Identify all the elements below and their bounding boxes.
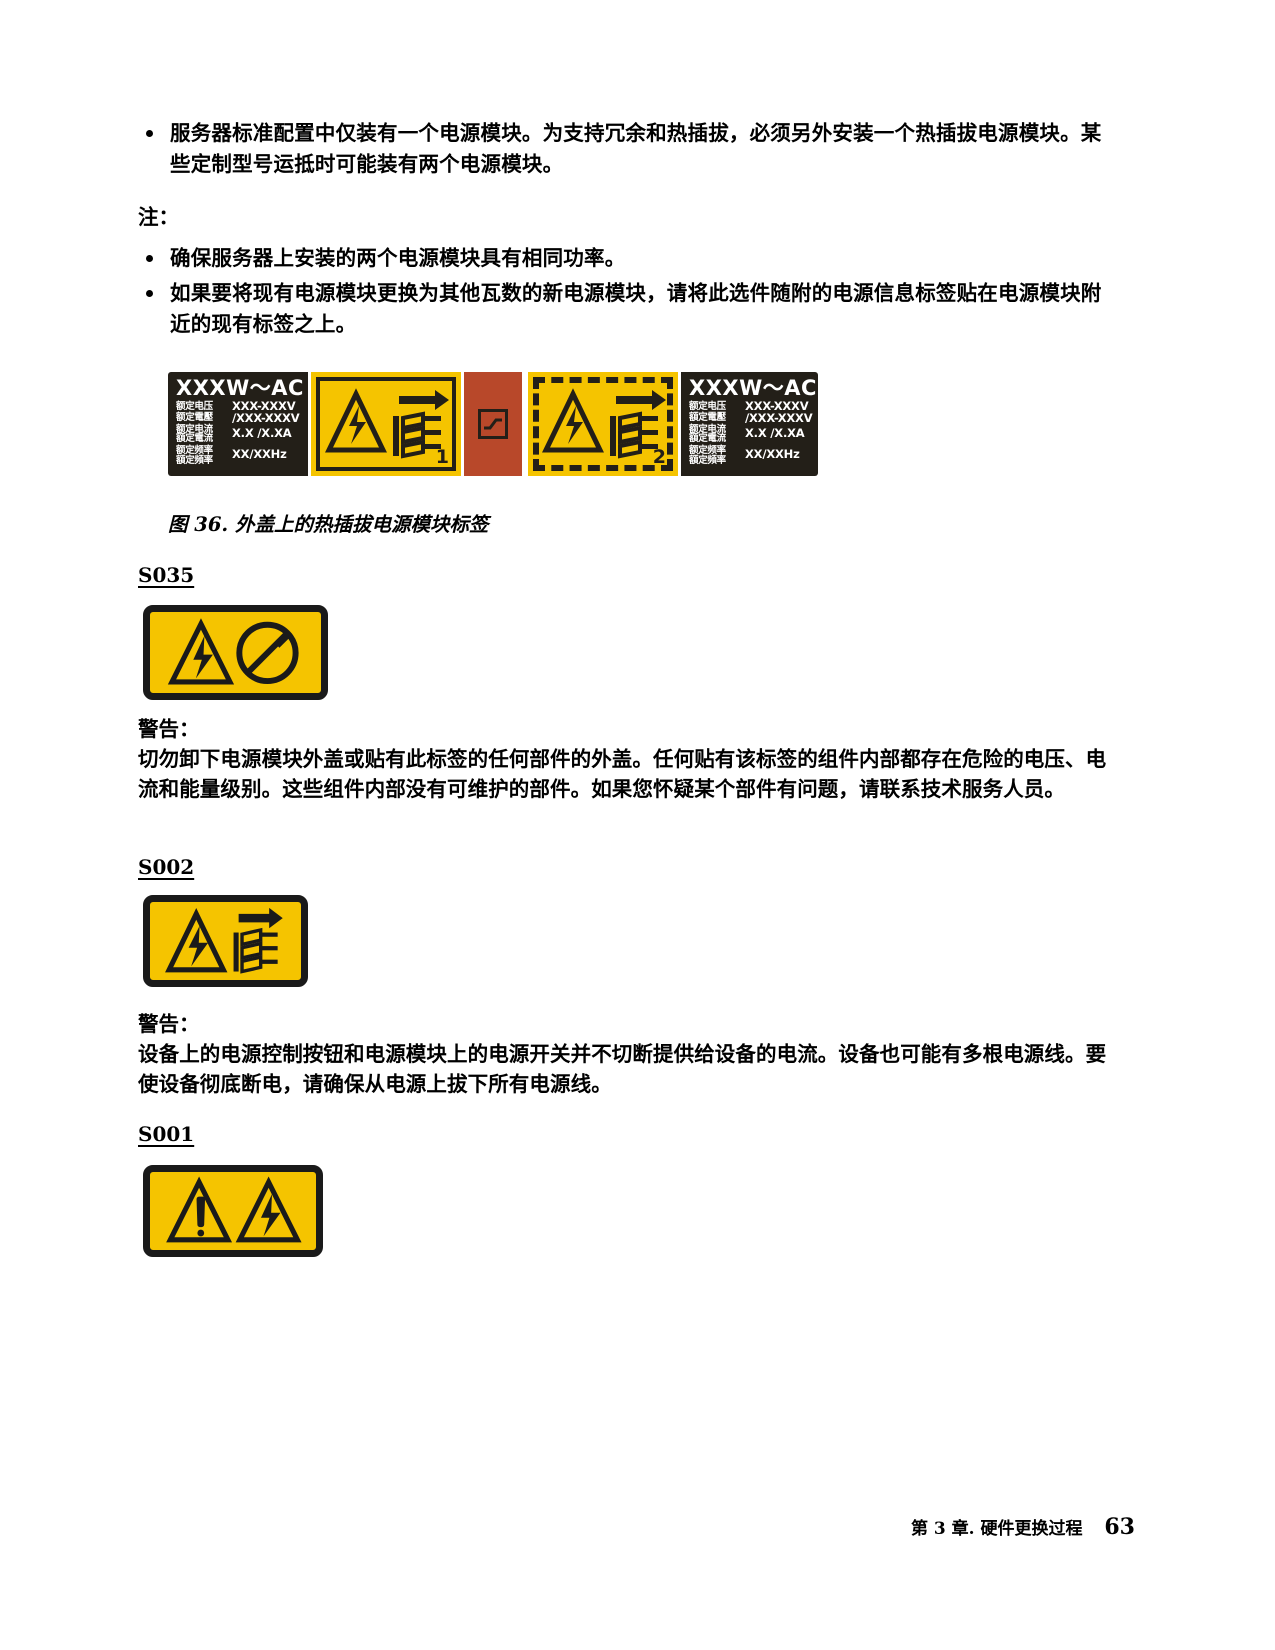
spec-label: 額定電流 bbox=[689, 433, 726, 444]
unplug-power-cord-icon bbox=[165, 907, 283, 974]
psu-label-right-spec: XXXW～AC 额定电压 XXX-XXXV 額定電壓 /XXX-XXXV 额定电… bbox=[678, 372, 818, 476]
electrical-hazard-and-unplug-icon bbox=[542, 388, 666, 459]
warning-block-s002: 警告： 设备上的电源控制按钮和电源模块上的电源开关并不切断提供给设备的电流。设备… bbox=[138, 1010, 1113, 1099]
spec-label: 額定頻率 bbox=[176, 455, 213, 466]
psu-watt-rating-right: XXXW～AC bbox=[689, 376, 817, 400]
spec-value: XXX-XXXV bbox=[232, 399, 296, 413]
warning-label: 警告： bbox=[138, 1012, 200, 1036]
connector-number-2: 2 bbox=[652, 446, 666, 468]
spec-value: XXX-XXXV bbox=[745, 399, 809, 413]
spec-label: 额定电流 bbox=[689, 424, 726, 435]
warning-text: 设备上的电源控制按钮和电源模块上的电源开关并不切断提供给设备的电流。设备也可能有… bbox=[138, 1042, 1107, 1096]
spec-label: 额定电压 bbox=[689, 401, 726, 412]
page-footer: 第 3 章. 硬件更换过程 63 bbox=[911, 1514, 1135, 1540]
spec-value: XX/XXHz bbox=[745, 447, 800, 461]
safety-statement-id-s001: S001 bbox=[138, 1122, 195, 1146]
figure-caption: 图 36. 外盖上的热插拔电源模块标签 bbox=[168, 513, 489, 536]
note-bullet-list: 确保服务器上安装的两个电源模块具有相同功率。 如果要将现有电源模块更换为其他瓦数… bbox=[138, 243, 1113, 340]
note-label: 注： bbox=[138, 205, 179, 229]
psu-connector-block bbox=[461, 372, 525, 476]
list-item: 服务器标准配置中仅装有一个电源模块。为支持冗余和热插拔，必须另外安装一个热插拔电… bbox=[138, 118, 1113, 180]
spec-value: /XXX-XXXV bbox=[232, 411, 300, 425]
psu-warning-panel-2: 2 bbox=[525, 372, 678, 476]
footer-page-number: 63 bbox=[1104, 1514, 1135, 1540]
spec-label: 额定电流 bbox=[176, 424, 213, 435]
spec-value: XX/XXHz bbox=[232, 447, 287, 461]
safety-icon-s001 bbox=[143, 1165, 323, 1257]
psu-warning-panel-1: 1 bbox=[308, 372, 461, 476]
spec-value: /XXX-XXXV bbox=[745, 411, 813, 425]
psu-spec-rows-left: 额定电压 XXX-XXXV 额定電壓 /XXX-XXXV 额定电流 X.X /X… bbox=[176, 400, 303, 470]
electrical-hazard-and-unplug-icon bbox=[325, 388, 449, 459]
spec-value: X.X /X.XA bbox=[745, 426, 805, 440]
safety-statement-id-s002: S002 bbox=[138, 855, 195, 879]
warning-text: 切勿卸下电源模块外盖或贴有此标签的任何部件的外盖。任何贴有该标签的组件内部都存在… bbox=[138, 747, 1107, 801]
no-service-hazard-icon bbox=[167, 618, 299, 685]
list-item: 如果要将现有电源模块更换为其他瓦数的新电源模块，请将此选件随附的电源信息标签贴在… bbox=[138, 278, 1113, 340]
page-content: 服务器标准配置中仅装有一个电源模块。为支持冗余和热插拔，必须另外安装一个热插拔电… bbox=[138, 118, 1113, 344]
spec-value: X.X /X.XA bbox=[232, 426, 292, 440]
spec-label: 额定频率 bbox=[689, 445, 726, 456]
psu-label-left-spec: XXXW～AC 额定电压 XXX-XXXV 额定電壓 /XXX-XXXV 额定电… bbox=[168, 372, 308, 476]
safety-icon-s002 bbox=[143, 895, 308, 987]
spec-label: 额定频率 bbox=[176, 445, 213, 456]
spec-label: 額定電流 bbox=[176, 433, 213, 444]
waveform-glyph bbox=[484, 418, 502, 430]
ac-waveform-icon bbox=[478, 409, 508, 439]
footer-chapter: 第 3 章. 硬件更换过程 bbox=[910, 1519, 1083, 1539]
intro-bullet-list: 服务器标准配置中仅装有一个电源模块。为支持冗余和热插拔，必须另外安装一个热插拔电… bbox=[138, 118, 1113, 180]
list-item: 确保服务器上安装的两个电源模块具有相同功率。 bbox=[138, 243, 1113, 274]
warning-block-s035: 警告： 切勿卸下电源模块外盖或贴有此标签的任何部件的外盖。任何贴有该标签的组件内… bbox=[138, 715, 1113, 804]
connector-number-1: 1 bbox=[435, 446, 449, 468]
safety-icon-s035 bbox=[143, 605, 328, 700]
spec-label: 額定電壓 bbox=[689, 412, 726, 423]
psu-spec-rows-right: 额定电压 XXX-XXXV 額定電壓 /XXX-XXXV 额定电流 X.X /X… bbox=[689, 400, 813, 470]
spec-label: 额定電壓 bbox=[176, 412, 213, 423]
safety-statement-id-s035: S035 bbox=[138, 563, 195, 587]
general-danger-and-electrical-hazard-icon bbox=[166, 1176, 302, 1243]
psu-label-figure: XXXW～AC 额定电压 XXX-XXXV 额定電壓 /XXX-XXXV 额定电… bbox=[168, 372, 818, 476]
psu-watt-rating-left: XXXW～AC bbox=[176, 376, 304, 400]
spec-label: 额定电压 bbox=[176, 401, 213, 412]
warning-label: 警告： bbox=[138, 717, 200, 741]
spec-label: 額定頻率 bbox=[689, 455, 726, 466]
